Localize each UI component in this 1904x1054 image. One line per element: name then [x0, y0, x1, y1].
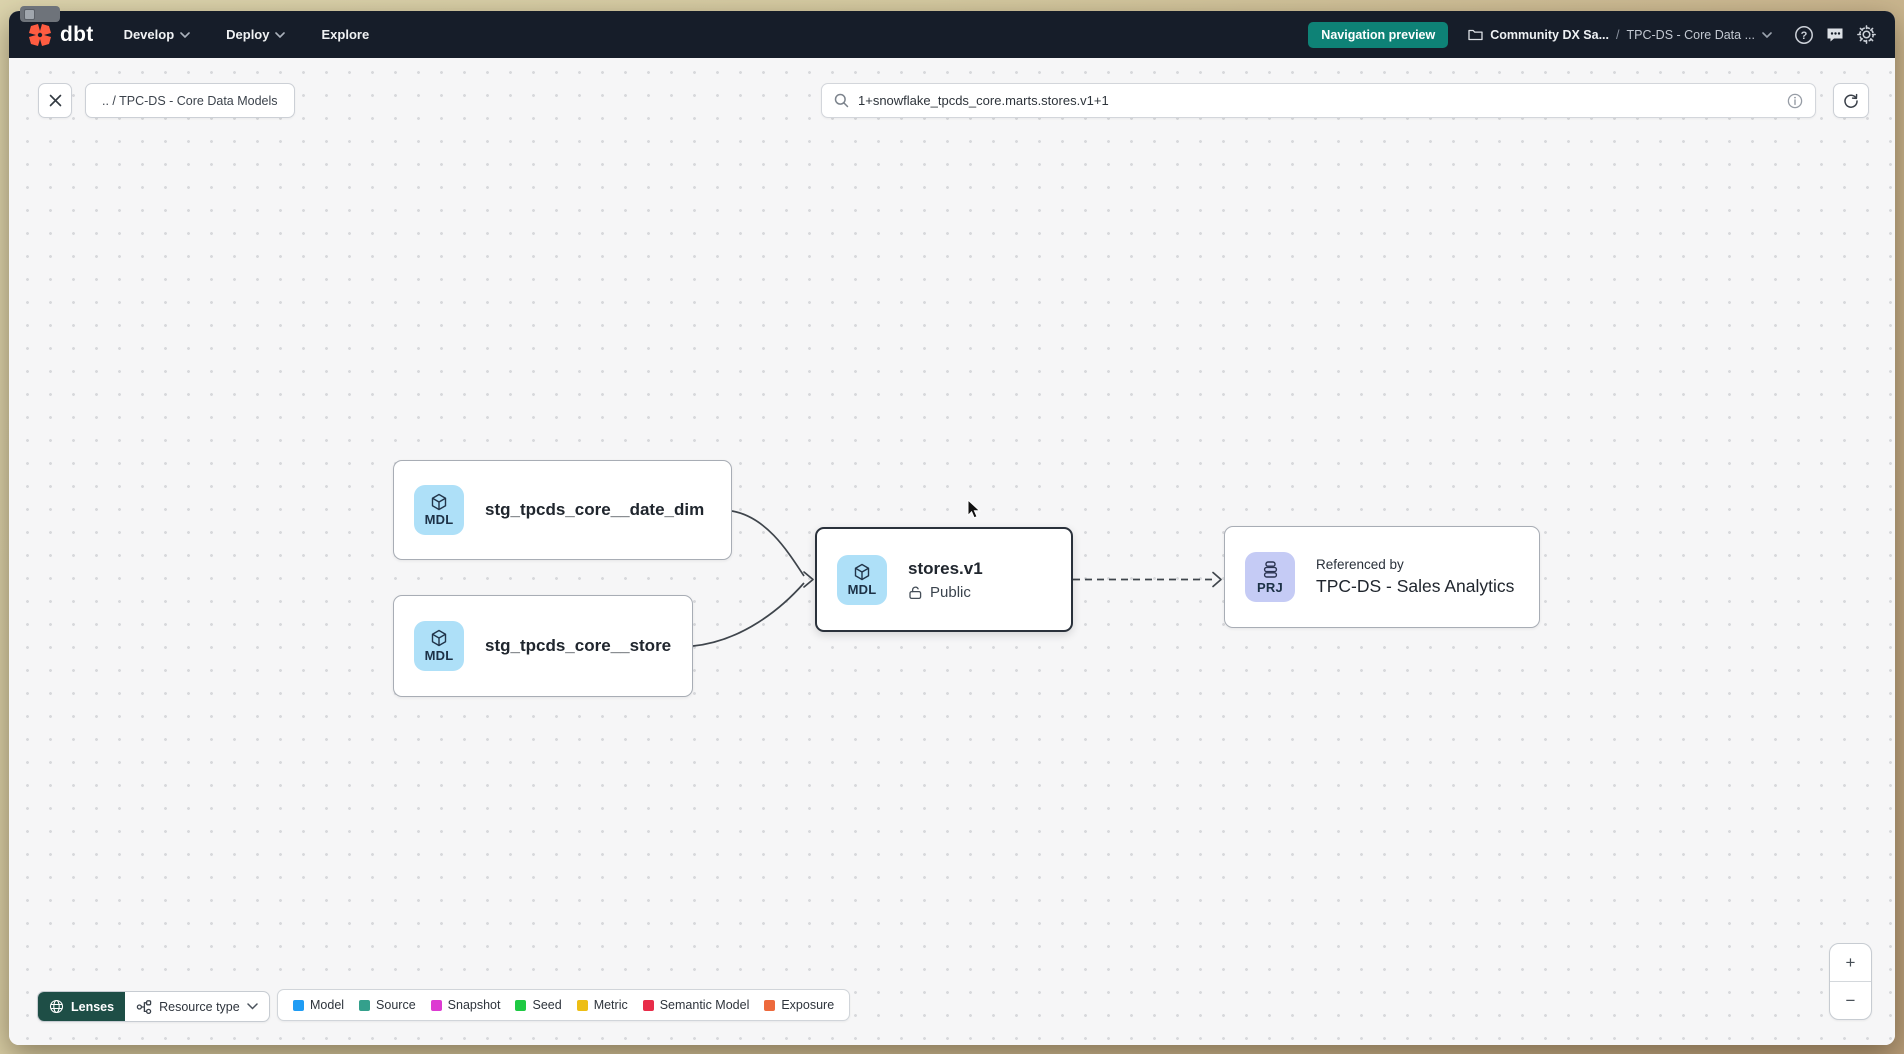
dbt-logo[interactable]: dbt	[27, 22, 94, 48]
main-menu: Develop Deploy Explore	[124, 27, 370, 42]
legend-swatch	[430, 999, 442, 1011]
menu-deploy[interactable]: Deploy	[226, 27, 286, 42]
screen-recording-icon	[24, 8, 35, 20]
lineage-search-bar	[821, 83, 1816, 118]
node-stg-tpcds-core-date-dim[interactable]: MDL stg_tpcds_core__date_dim	[393, 460, 732, 560]
project-badge: PRJ	[1245, 552, 1295, 602]
zoom-in-button[interactable]: +	[1830, 944, 1871, 982]
info-icon[interactable]	[1787, 93, 1803, 109]
arrowhead	[803, 571, 814, 588]
breadcrumb-account[interactable]: Community DX Sa...	[1490, 27, 1610, 42]
zoom-out-button[interactable]: −	[1845, 990, 1856, 1010]
settings-gear-icon[interactable]	[1856, 24, 1877, 45]
node-title: stores.v1	[908, 558, 983, 578]
dbt-logo-icon	[27, 22, 53, 48]
mouse-cursor	[967, 500, 981, 519]
lenses-control: Lenses Resource type	[37, 991, 270, 1022]
screen-recording-widget	[20, 6, 60, 22]
node-title: TPC-DS - Sales Analytics	[1316, 576, 1515, 596]
menu-develop[interactable]: Develop	[124, 27, 191, 42]
legend-item-snapshot: Snapshot	[430, 998, 500, 1012]
model-badge: MDL	[414, 621, 464, 671]
app-window: dbt Develop Deploy Explore Navigation pr…	[9, 11, 1895, 1045]
breadcrumb-separator: /	[1616, 27, 1620, 42]
top-navbar: dbt Develop Deploy Explore Navigation pr…	[9, 11, 1895, 58]
navbar-icon-group: ?	[1794, 24, 1877, 45]
public-unlock-icon	[909, 586, 922, 599]
svg-text:?: ?	[1801, 30, 1808, 42]
project-stack-icon	[1263, 560, 1277, 578]
node-stg-tpcds-core-store[interactable]: MDL stg_tpcds_core__store	[393, 595, 693, 697]
model-badge: MDL	[414, 485, 464, 535]
legend-swatch	[515, 999, 527, 1011]
refresh-icon	[1844, 93, 1858, 108]
legend-item-source: Source	[359, 998, 416, 1012]
node-title: stg_tpcds_core__store	[485, 636, 672, 655]
legend-item-semantic-model: Semantic Model	[642, 998, 749, 1012]
menu-explore[interactable]: Explore	[321, 27, 370, 42]
legend-item-seed: Seed	[515, 998, 562, 1012]
help-icon[interactable]: ?	[1794, 25, 1814, 45]
node-eyebrow: Referenced by	[1316, 557, 1404, 572]
chevron-down-icon[interactable]	[1762, 31, 1772, 38]
logo-text: dbt	[60, 22, 94, 46]
node-stores-v1[interactable]: MDL stores.v1 Public	[815, 527, 1073, 632]
navbar-right: Navigation preview Community DX Sa... / …	[1308, 21, 1877, 48]
resource-type-button[interactable]: Resource type	[125, 992, 269, 1021]
breadcrumb-project[interactable]: TPC-DS - Core Data ...	[1626, 27, 1756, 42]
search-icon	[834, 93, 849, 108]
model-badge: MDL	[837, 554, 887, 605]
breadcrumb: Community DX Sa... / TPC-DS - Core Data …	[1468, 28, 1772, 42]
lenses-button[interactable]: Lenses	[38, 992, 126, 1021]
lineage-breadcrumb-chip[interactable]: .. / TPC-DS - Core Data Models	[85, 83, 295, 118]
model-cube-icon	[854, 563, 870, 580]
legend-item-model: Model	[293, 998, 344, 1012]
close-icon	[49, 94, 61, 107]
folder-icon	[1468, 29, 1483, 41]
feedback-icon[interactable]	[1825, 25, 1845, 45]
lineage-canvas[interactable]: .. / TPC-DS - Core Data Models MDL stg_t…	[9, 58, 1895, 1045]
zoom-control: + −	[1829, 943, 1872, 1020]
chevron-down-icon	[180, 31, 190, 38]
chevron-down-icon	[275, 31, 286, 38]
node-access: Public	[908, 584, 983, 601]
legend-swatch	[293, 999, 304, 1011]
legend-item-exposure: Exposure	[764, 998, 834, 1012]
legend-swatch	[359, 999, 371, 1011]
model-cube-icon	[431, 493, 447, 511]
edge-date-dim-to-stores	[731, 510, 805, 577]
legend-item-metric: Metric	[576, 998, 628, 1012]
arrowhead	[1212, 571, 1222, 588]
node-title: stg_tpcds_core__date_dim	[485, 500, 705, 519]
resource-type-icon	[136, 999, 152, 1014]
close-lineage-button[interactable]	[38, 83, 72, 118]
legend-swatch	[764, 999, 776, 1011]
model-cube-icon	[431, 629, 447, 647]
legend-swatch	[642, 999, 654, 1011]
refresh-lineage-button[interactable]	[1833, 83, 1869, 118]
chevron-down-icon	[246, 1003, 258, 1010]
resource-type-legend: Model Source Snapshot Seed Metric Semant…	[277, 989, 851, 1021]
edge-store-to-stores	[692, 582, 805, 647]
legend-swatch	[576, 999, 588, 1011]
lenses-icon	[49, 999, 64, 1014]
search-input[interactable]	[858, 93, 1778, 108]
navigation-preview-badge[interactable]: Navigation preview	[1308, 21, 1449, 48]
node-referenced-by-project[interactable]: PRJ Referenced by TPC-DS - Sales Analyti…	[1224, 526, 1540, 628]
